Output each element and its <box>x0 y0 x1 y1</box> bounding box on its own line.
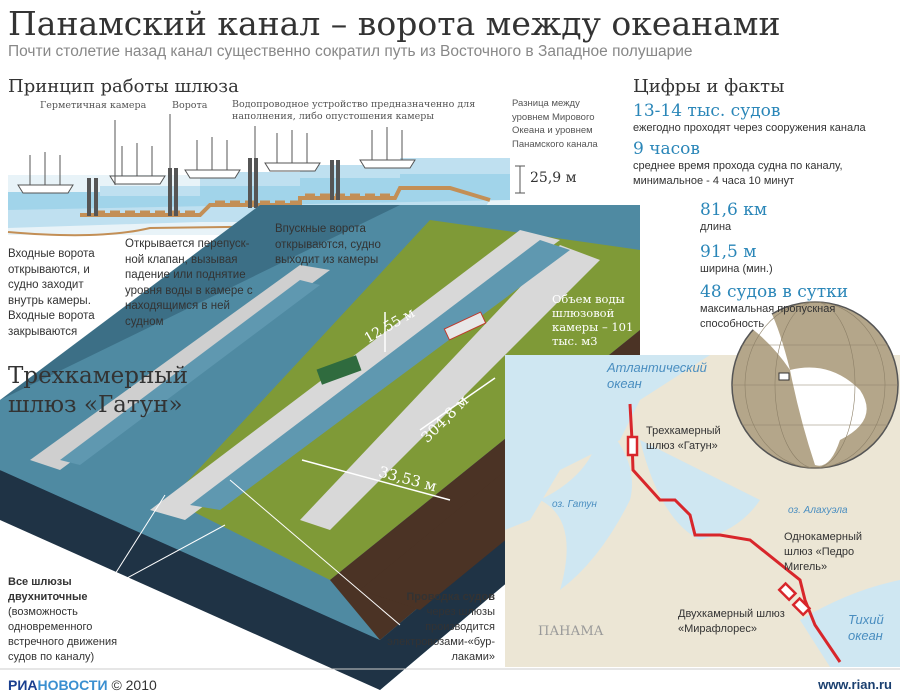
page-title: Панамский канал – ворота между океанами <box>8 4 781 43</box>
lock-gatun-label: Трехкамерный шлюз «Гатун» <box>646 425 721 452</box>
level-height: 25,9 м <box>530 170 577 186</box>
label-gate: Ворота <box>172 100 208 111</box>
step-1: Входные ворота открываются, и судно захо… <box>8 248 95 338</box>
label-water-device: Водопроводное устройство предназначенно … <box>232 99 476 122</box>
step-2: Открывается перепуск-ной клапан, вызывая… <box>125 238 253 328</box>
site-link[interactable]: www.rian.ru <box>818 677 892 692</box>
alajuela-lake-label: оз. Алахуэла <box>788 505 848 516</box>
label-chamber: Герметичная камера <box>40 100 147 111</box>
page-subtitle: Почти столетие назад канал существенно с… <box>8 43 693 60</box>
ria-logo: РИАНОВОСТИ © 2010 <box>8 677 157 693</box>
gatun-lake-label: оз. Гатун <box>552 499 597 510</box>
panama-map <box>505 301 900 667</box>
country-label: ПАНАМА <box>538 624 604 639</box>
volume-label: Объем воды шлюзовой камеры – 101 тыс. м3 <box>552 292 634 348</box>
label-level-diff: Разница между уровнем Мирового Океана и … <box>512 98 598 150</box>
note-double-locks: Все шлюзы двухниточные(возможность однов… <box>8 576 118 663</box>
canal-route <box>628 403 842 663</box>
lock-mira-label: Двухкамерный шлюз «Мирафлорес» <box>678 608 785 635</box>
atlantic-label: Атлантический океан <box>607 360 707 391</box>
facts-title: Цифры и факты <box>633 76 785 97</box>
lock-pedro-label: Однокамерный шлюз «Педро Мигель» <box>784 531 863 573</box>
gatun-3d-model <box>0 205 640 690</box>
pacific-label: Тихий океан <box>848 612 884 643</box>
gatun-title: Трехкамерный шлюз «Гатун» <box>8 363 188 418</box>
ship-icons <box>17 159 416 194</box>
lock-principle-title: Принцип работы шлюза <box>8 76 239 97</box>
step-3: Впускные ворота открываются, судно выход… <box>275 223 381 266</box>
